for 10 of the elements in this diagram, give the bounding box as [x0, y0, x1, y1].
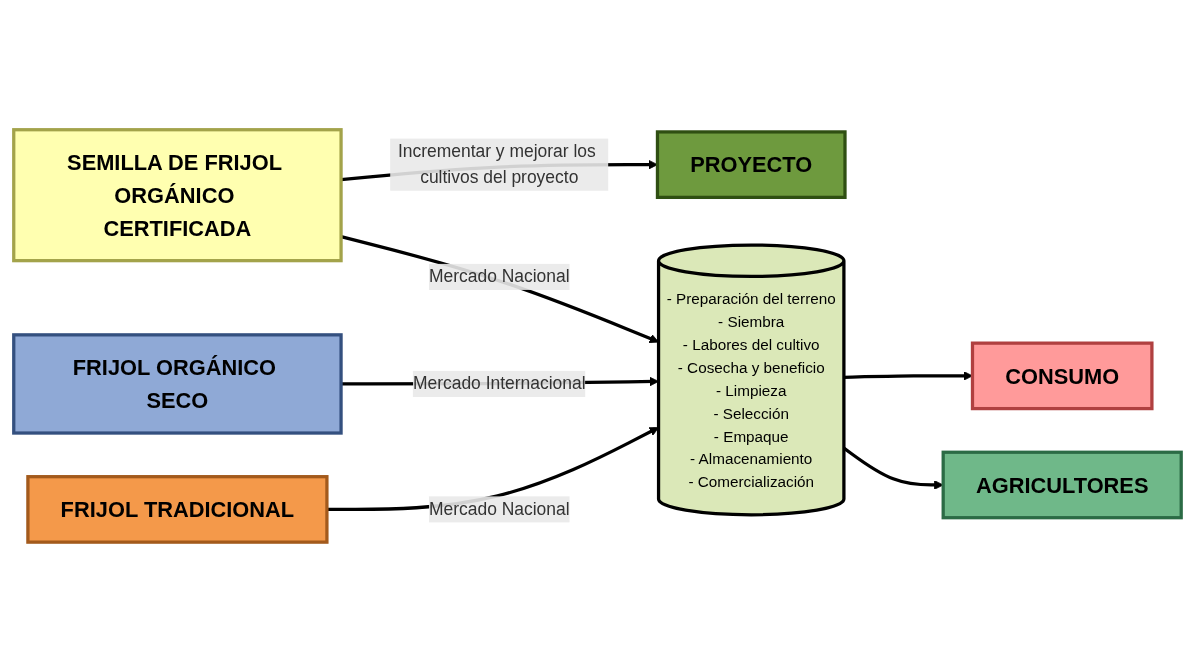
node-box: SEMILLA DE FRIJOL ORGÁNICO CERTIFICADA	[12, 127, 343, 262]
edge-label: Mercado Nacional	[428, 499, 570, 518]
node-box: FRIJOL ORGÁNICO SECO	[12, 332, 343, 435]
node-box: PROYECTO	[655, 129, 847, 199]
edge-label: Mercado Nacional	[428, 266, 570, 286]
node-box: FRIJOL TRADICIONAL	[26, 474, 329, 544]
node-box: CONSUMO	[970, 341, 1154, 410]
node-box: AGRICULTORES	[941, 450, 1183, 519]
edge-label: Incrementar y mejorar los cultivos del proyecto	[397, 141, 596, 187]
edge-label: Mercado Internacional	[412, 373, 586, 393]
